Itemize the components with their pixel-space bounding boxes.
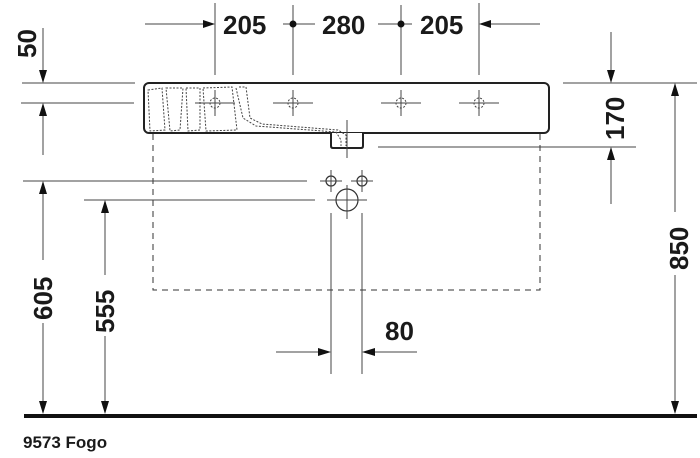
vanity-unit-outline [152, 134, 541, 291]
washbasin-outline [143, 82, 550, 158]
dimension-label-total-height: 850 [664, 227, 694, 270]
model-caption: 9573 Fogo [23, 433, 107, 452]
dimension-label-rim-thickness: 50 [12, 29, 42, 58]
dimension-label-top-right: 205 [420, 10, 463, 40]
waste-height-dimension: 555 [90, 200, 120, 414]
tap-hole-marks [195, 90, 499, 116]
dimension-label-waste-spacing: 80 [385, 316, 414, 346]
top-dimension-chain: 205 280 205 [145, 3, 540, 75]
dimension-label-top-middle: 280 [322, 10, 365, 40]
waste-spacing-dimension: 80 [276, 213, 417, 374]
dimension-label-basin-height: 170 [600, 97, 630, 140]
dimension-label-supply-height: 605 [28, 277, 58, 320]
dimension-label-top-left: 205 [223, 10, 266, 40]
basin-height-dimension: 170 [378, 32, 697, 204]
supply-height-dimension: 605 [28, 181, 58, 414]
total-height-dimension: 850 [664, 83, 694, 414]
connection-points [23, 170, 373, 219]
rim-thickness-dimension: 50 [12, 28, 135, 155]
dimension-label-waste-height: 555 [90, 290, 120, 333]
